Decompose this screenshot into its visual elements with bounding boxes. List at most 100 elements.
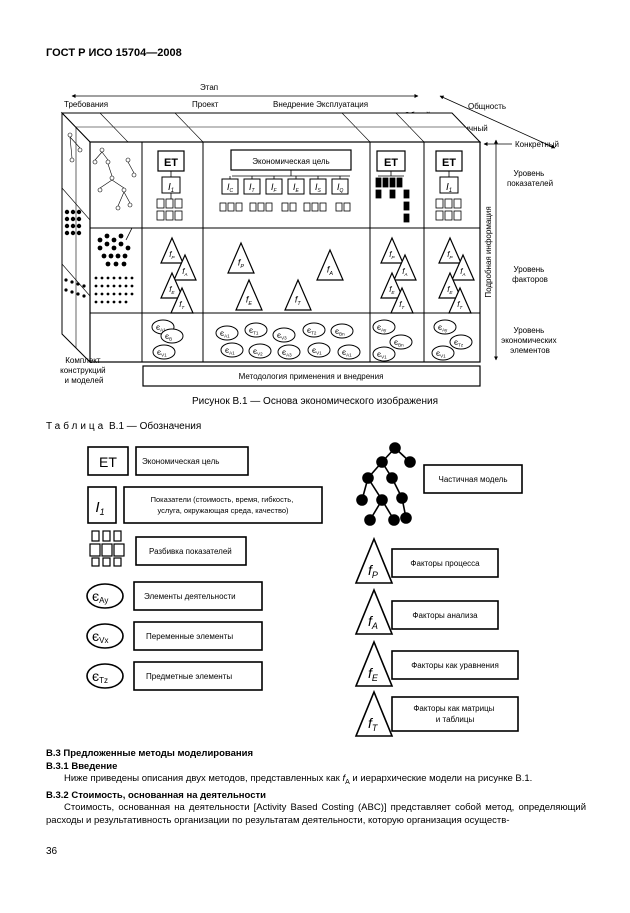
factor-symbol: fP	[238, 258, 245, 270]
indicator-symbol: IT	[249, 182, 256, 194]
element-symbol: єAy	[377, 323, 387, 333]
element-symbol: єT2	[307, 326, 317, 336]
legend-breakdown-icon	[89, 530, 125, 567]
element-ellipse	[433, 319, 457, 335]
legend-activity-label: Элементы деятельности	[144, 592, 236, 601]
legend-f-equation-label: Факторы как уравнения	[411, 661, 499, 670]
legend-et-symbol: ЕТ	[99, 454, 117, 470]
cube-top-face	[60, 112, 482, 143]
col4-indicator-symbol: I1	[446, 182, 452, 194]
methodology-label: Методология применения и внедрения	[239, 372, 384, 381]
legend-f-analysis-label: Факторы анализа	[412, 611, 478, 620]
partial-model-tree	[125, 227, 133, 241]
factor-triangle	[160, 236, 184, 264]
legend-element-ellipse	[86, 583, 124, 609]
legend-element-symbol: єTz	[92, 668, 108, 685]
indicator-symbol: IC	[227, 182, 234, 194]
paragraph-intro: Ниже приведены описания двух методов, пр…	[64, 773, 533, 787]
axis-specific-label: Конкретный	[515, 140, 559, 149]
col3-tree	[375, 171, 410, 223]
document-header: ГОСТ Р ИСО 15704—2008	[46, 47, 182, 59]
legend-element-ellipse	[86, 623, 124, 649]
figure-economic-view: Этап Требования Проект Внедрение Эксплуа…	[60, 83, 559, 387]
element-symbol: єT1	[249, 326, 259, 336]
col1-indicator-breakdown	[156, 193, 183, 221]
factor-triangle	[438, 236, 462, 264]
element-symbol: єV1	[312, 346, 322, 356]
legend-f-matrix-label: Факторы как матрицы и таблицы	[413, 704, 496, 724]
col2-indicator-breakdown	[219, 202, 351, 212]
left-face-dot-groups	[64, 209, 134, 304]
element-ellipse	[244, 322, 268, 338]
factor-symbol: fE	[169, 285, 175, 296]
indicator-symbol: IQ	[337, 182, 344, 194]
element-symbol: єA1	[225, 346, 235, 356]
element-symbol: єB	[165, 332, 172, 342]
element-ellipse	[372, 346, 396, 362]
element-ellipse	[277, 344, 301, 360]
element-ellipse	[160, 328, 184, 344]
legend-variable-label: Переменные элементы	[146, 632, 233, 641]
factor-symbol: fA	[402, 267, 407, 278]
legend-partial-model-label: Частичная модель	[439, 475, 508, 484]
element-ellipse	[372, 319, 396, 335]
element-symbol: єA1	[220, 329, 230, 339]
legend-element-symbol: єAy	[92, 588, 108, 605]
axis-design-label: Проект	[192, 100, 219, 109]
element-symbol: єAy	[438, 323, 448, 333]
indicator-box	[331, 178, 349, 195]
legend-element-ellipse	[86, 663, 124, 689]
indicator-box	[265, 178, 283, 195]
methodology-bar	[142, 365, 481, 387]
col1-indicator-symbol: I1	[168, 182, 174, 194]
heading-b32: В.3.2 Стоимость, основанная на деятельно…	[46, 789, 266, 801]
factor-triangle	[160, 271, 184, 299]
factor-triangle	[170, 286, 194, 314]
element-ellipse	[449, 334, 473, 350]
factor-symbol: fP	[447, 250, 453, 261]
factor-symbol: fP	[169, 250, 175, 261]
legend-indicator-symbol: I1	[95, 499, 104, 517]
heading-b3: В.3 Предложенные методы моделирования	[46, 748, 254, 759]
left-set-label: Комплект конструкций и моделей	[60, 356, 108, 385]
left-face-tree-models	[67, 132, 137, 211]
element-ellipse	[215, 325, 239, 341]
factor-triangle	[380, 271, 404, 299]
element-ellipse	[307, 342, 331, 358]
body-text: В.3 Предложенные методы моделирования В.…	[46, 748, 586, 827]
indicator-box	[309, 178, 327, 195]
legend-et-label: Экономическая цель	[142, 457, 219, 466]
legend-table: ЕТ Экономическая цель I1 Показатели (сто…	[86, 442, 523, 737]
indicator-box	[221, 178, 239, 195]
col1-et-label: ЕТ	[164, 157, 178, 169]
figure-caption: Рисунок В.1 — Основа экономического изоб…	[192, 396, 438, 407]
factor-triangle	[235, 278, 263, 311]
indicator-box	[243, 178, 261, 195]
element-symbol: єBn	[394, 338, 404, 348]
legend-factor-triangle	[354, 587, 394, 635]
legend-factor-symbol: fE	[368, 665, 379, 683]
factor-symbol: fE	[447, 285, 453, 296]
element-ellipse	[248, 343, 272, 359]
col2-econ-goal-label: Экономическая цель	[252, 157, 329, 166]
level-indicators-label: Уровень показателей	[507, 169, 553, 188]
factor-triangle	[380, 236, 404, 264]
element-symbol: єA3	[282, 348, 292, 358]
axis-generality-arrow	[439, 95, 556, 149]
element-ellipse	[302, 322, 326, 338]
legend-factor-symbol: fT	[368, 715, 379, 733]
element-ellipse	[431, 345, 455, 361]
legend-subject-label: Предметные элементы	[146, 672, 232, 681]
col3-et-label: ЕТ	[384, 157, 398, 169]
element-ellipse	[389, 334, 413, 350]
factor-symbol: fA	[460, 267, 465, 278]
heading-b31: В.3.1 Введение	[46, 760, 118, 772]
factor-triangle	[451, 253, 475, 281]
col4-indicator-breakdown	[435, 198, 462, 221]
factor-triangle	[316, 248, 344, 281]
factor-symbol: fT	[399, 300, 405, 311]
